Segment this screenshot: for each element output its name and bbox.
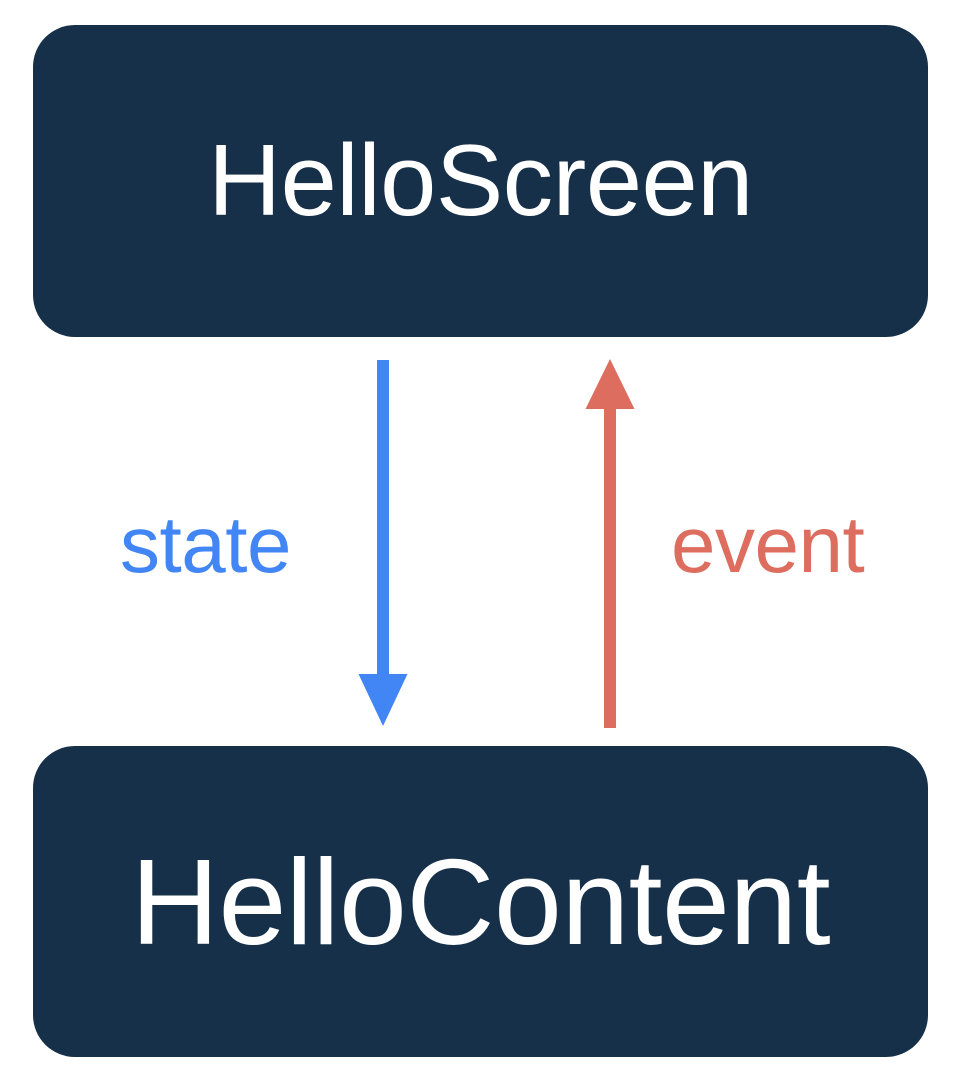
event-arrow-icon xyxy=(585,359,635,728)
edge-label-event: event xyxy=(671,500,865,589)
node-hello-content[interactable]: HelloContent xyxy=(33,746,928,1057)
node-hello-screen[interactable]: HelloScreen xyxy=(33,25,928,337)
state-arrow-icon xyxy=(358,360,408,726)
edge-label-state: state xyxy=(120,500,291,589)
node-hello-content-label: HelloContent xyxy=(130,833,831,970)
node-hello-screen-label: HelloScreen xyxy=(208,124,753,237)
